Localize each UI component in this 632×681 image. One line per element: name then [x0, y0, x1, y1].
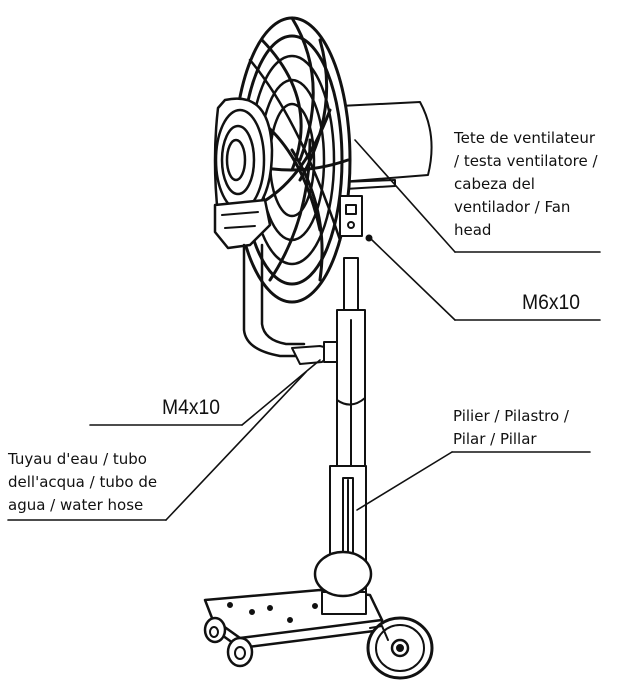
m4x10-label: M4x10	[162, 396, 220, 419]
pillar-upper	[336, 257, 366, 471]
wheels	[203, 550, 434, 680]
water-hose-label: Tuyau d'eau / tubo dell'acqua / tubo de …	[8, 450, 158, 514]
water-hose	[242, 243, 339, 365]
hose-leader	[165, 371, 307, 521]
m4x10-leader	[241, 359, 321, 426]
pillar-label: Pilier / Pilastro / Pilar / Pillar	[453, 407, 569, 448]
leader-lines	[7, 139, 601, 521]
pillar-leader	[356, 451, 453, 511]
front-hub	[213, 97, 274, 250]
m6x10-label: M6x10	[522, 291, 580, 314]
fan-head-label: Tete de ventilateur / testa ventilatore …	[454, 129, 598, 239]
m6x10-leader	[371, 239, 456, 321]
head-bracket	[339, 195, 373, 242]
base-cart	[203, 588, 384, 650]
fan-head-leader	[354, 139, 456, 253]
